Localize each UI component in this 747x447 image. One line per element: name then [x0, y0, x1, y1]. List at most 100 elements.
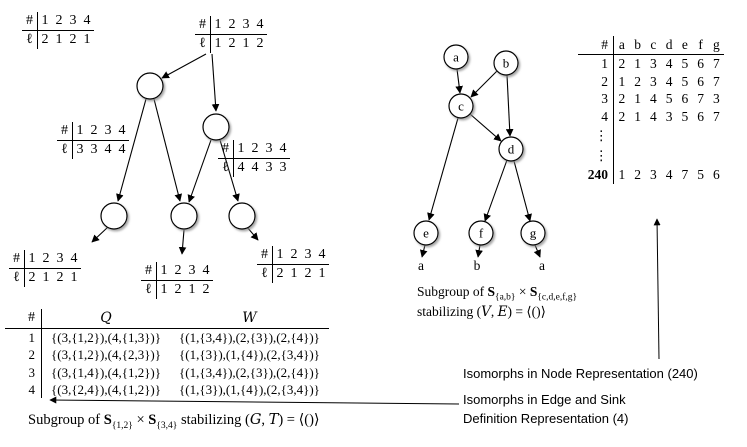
cell: ℓ	[218, 158, 234, 178]
right-graph-caption: Subgroup of S{a,b} × S{c,d,e,f,g} stabil…	[417, 284, 602, 320]
cell: 3	[90, 142, 98, 158]
cell: 2	[256, 36, 264, 52]
cell: 5	[665, 91, 673, 107]
cap-s1: S	[487, 284, 496, 299]
cell: 2	[287, 246, 301, 266]
cell: 1	[160, 282, 168, 298]
cap-v: V	[481, 304, 491, 321]
cell: #	[257, 246, 273, 266]
cell: 3	[5, 363, 42, 381]
cell: 7	[713, 109, 720, 125]
cap-comma: ,	[261, 412, 269, 428]
cell	[614, 146, 630, 166]
sink-labels: a b a	[418, 258, 545, 273]
cell	[677, 146, 693, 166]
cell: 2	[41, 32, 49, 48]
cell: 3	[279, 160, 287, 176]
cell: 6	[697, 73, 704, 89]
cell: 4	[67, 250, 81, 270]
cell: 5	[681, 55, 689, 71]
cell: #	[195, 16, 211, 36]
cell: 6	[681, 91, 689, 107]
cell: 6	[697, 109, 704, 125]
dag-edge-n2-n4	[187, 139, 212, 203]
cap-g: G	[249, 412, 262, 428]
cell: 2	[202, 282, 210, 298]
cell: 3	[650, 73, 657, 89]
cap-s1: S	[103, 412, 112, 428]
node-label-g: g	[530, 226, 537, 241]
cell: #	[22, 12, 38, 32]
cell	[693, 126, 709, 146]
graph-node-f	[468, 220, 494, 246]
cell: 1	[55, 32, 63, 48]
cap-pre: Subgroup of	[417, 284, 488, 299]
edge-d-g	[513, 160, 532, 222]
right-caption-line1: Subgroup of S{a,b} × S{c,d,e,f,g}	[417, 284, 602, 304]
dag-node-5	[228, 202, 256, 230]
cell: {(1,{3,4}),(2,{3}),(2,{4})}	[179, 364, 320, 380]
node-label-f: f	[479, 226, 484, 241]
cell: 1	[272, 246, 287, 266]
cell: {(3,{1,4}),(4,{1,2})}	[51, 364, 162, 380]
graph-node-c	[448, 93, 474, 119]
cap-sub1: {1,2}	[111, 420, 133, 431]
cell: ℓ	[195, 34, 211, 54]
cell: 4	[237, 160, 245, 176]
cell: 1	[618, 73, 626, 89]
cell: 2	[56, 270, 64, 286]
dag-edge-n1-n4	[153, 98, 183, 202]
cell: W	[170, 309, 329, 329]
cell: 1	[24, 250, 39, 270]
cell: 1	[290, 266, 298, 282]
cell: 2	[228, 36, 236, 52]
cell: ℓ	[257, 264, 273, 284]
annotation-node-rep: Isomorphs in Node Representation (240)	[463, 366, 698, 381]
edge-b-d	[505, 74, 514, 137]
bottom-table-caption: Subgroup of S{1,2} × S{3,4} stabilizing …	[28, 412, 320, 432]
cell: f	[692, 36, 709, 55]
cell: 3	[665, 109, 673, 125]
cap-comma: ,	[490, 304, 498, 320]
cell: 2	[225, 16, 239, 36]
arrow-to-edge-table	[49, 396, 460, 405]
cell: 6	[697, 55, 704, 71]
annotation-edge-rep-line1: Isomorphs in Edge and Sink	[463, 392, 626, 407]
cell: 1	[233, 140, 248, 160]
annotation-edge-rep-line2: Definition Representation (4)	[463, 410, 629, 426]
cell: 1	[214, 36, 222, 52]
cap-times: ×	[132, 412, 149, 428]
cap-sub1: {a,b}	[495, 292, 516, 303]
cell: 1	[72, 122, 87, 142]
dag-edge-n5-out	[246, 226, 259, 241]
cell: 7	[681, 167, 689, 183]
cell: ℓ	[22, 30, 38, 50]
cell: 4	[665, 167, 673, 183]
cell	[646, 126, 662, 146]
cell: 1	[188, 282, 196, 298]
cell: {(1,{3}),(1,{4}),(2,{3,4})}	[179, 381, 320, 397]
cell: 4	[276, 140, 290, 160]
cell: 1	[618, 167, 626, 183]
cell	[709, 146, 725, 166]
cell: 4	[315, 246, 329, 266]
node-label-d: d	[508, 142, 515, 157]
cell: 2	[87, 122, 101, 142]
cell: 4	[665, 55, 673, 71]
cap-e: E	[497, 304, 508, 321]
cell: 1	[634, 109, 641, 125]
cell	[614, 126, 630, 146]
cap-post: ) = ⟨()⟩	[278, 412, 320, 428]
node-label-e: e	[423, 226, 429, 241]
cell: {(3,{2,4}),(4,{1,2})}	[51, 381, 162, 397]
cell: 3	[578, 90, 614, 109]
cell: 4	[80, 12, 94, 32]
cell: 3	[185, 262, 199, 282]
cap-post: ) = ⟨()⟩	[507, 304, 546, 320]
cell: 3	[262, 140, 276, 160]
edge-c-e	[427, 117, 459, 221]
